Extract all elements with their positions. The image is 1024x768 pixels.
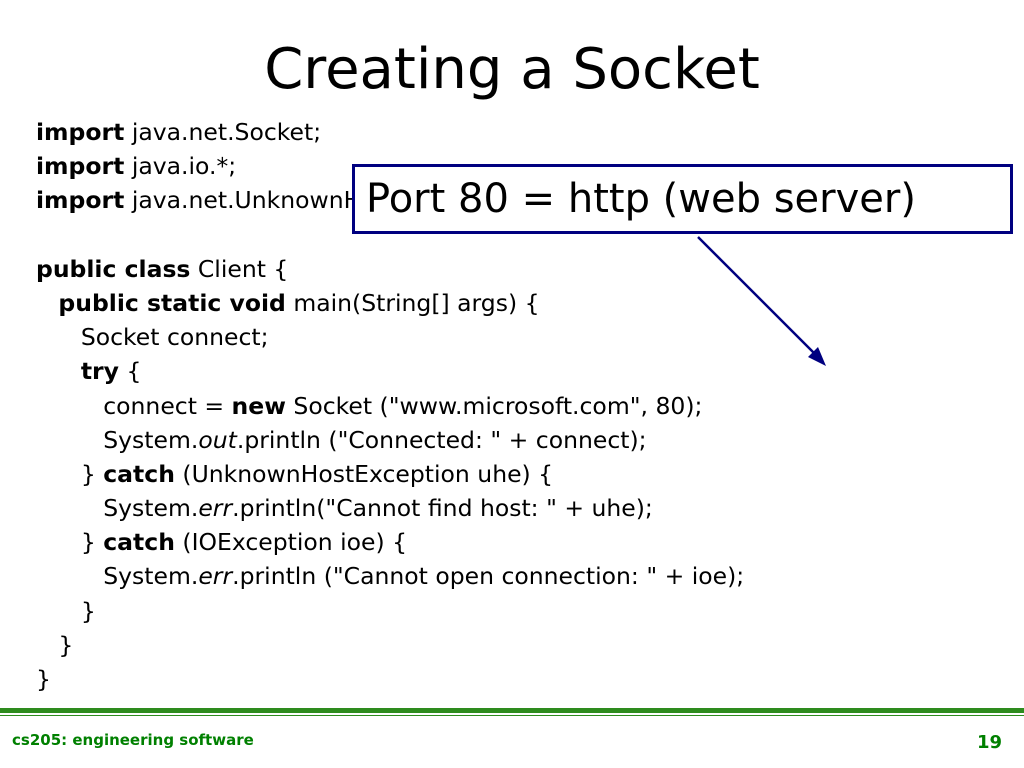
italic-field: out — [198, 425, 237, 454]
page-number: 19 — [976, 732, 1002, 753]
code-text: } — [36, 459, 104, 488]
code-text: } — [36, 596, 96, 625]
arrow-head — [808, 347, 826, 366]
code-line-9: connect = new Socket ("www.microsoft.com… — [36, 389, 744, 423]
callout-text: Port 80 = http (web server) — [366, 176, 916, 222]
keyword: new — [231, 391, 286, 420]
code-text: java.net.Socket; — [124, 118, 322, 146]
code-text: { — [118, 357, 142, 386]
code-line-11: } catch (UnknownHostException uhe) { — [36, 457, 744, 491]
code-line-15: } — [36, 594, 744, 628]
code-line-12: System.err.println("Cannot find host: " … — [36, 491, 744, 525]
arrow-shaft — [697, 236, 819, 358]
keyword: public static void — [58, 288, 286, 317]
code-line-6: public static void main(String[] args) { — [36, 286, 744, 320]
code-text: .println ("Cannot open connection: " + i… — [232, 562, 745, 591]
code-text: } — [36, 528, 104, 557]
code-text: System. — [36, 562, 199, 591]
code-line-16: } — [36, 628, 744, 662]
keyword: public class — [36, 254, 191, 283]
code-text: } — [36, 665, 51, 693]
code-text: Socket ("www.microsoft.com", 80); — [285, 391, 703, 420]
code-line-5: public class Client { — [36, 252, 744, 286]
keyword: import — [36, 118, 125, 146]
keyword: catch — [103, 528, 175, 557]
code-text: System. — [36, 425, 199, 454]
keyword: import — [36, 152, 125, 181]
code-listing: import java.net.Socket; import java.io.*… — [36, 115, 744, 696]
footer-divider — [0, 708, 1024, 716]
port-callout-box: Port 80 = http (web server) — [352, 164, 1013, 234]
footer-rule-thick — [0, 708, 1024, 713]
code-text: System. — [36, 494, 199, 523]
code-text: Socket connect; — [36, 323, 269, 352]
keyword: catch — [103, 459, 175, 488]
code-line-17: } — [36, 662, 744, 696]
keyword: try — [80, 357, 119, 386]
code-text: java.io.*; — [124, 152, 237, 181]
code-text: .println("Cannot find host: " + uhe); — [232, 494, 653, 523]
code-line-14: System.err.println ("Cannot open connect… — [36, 559, 744, 593]
code-text: } — [36, 630, 74, 659]
code-text: .println ("Connected: " + connect); — [236, 425, 647, 454]
code-line-10: System.out.println ("Connected: " + conn… — [36, 423, 744, 457]
code-line-2: import java.io.*; — [36, 149, 744, 183]
code-text: main(String[] args) { — [285, 288, 540, 317]
code-text: (IOException ioe) { — [174, 528, 408, 557]
code-line-1: import java.net.Socket; — [36, 115, 744, 149]
code-line-13: } catch (IOException ioe) { — [36, 525, 744, 559]
code-text: connect = — [36, 391, 232, 420]
code-text: Client { — [190, 254, 289, 283]
code-line-8: try { — [36, 354, 744, 388]
footer-course-label: cs205: engineering software — [12, 731, 254, 749]
slide-title: Creating a Socket — [264, 37, 760, 102]
code-line-7: Socket connect; — [36, 320, 744, 354]
italic-field: err — [198, 494, 233, 523]
footer-rule-thin — [0, 715, 1024, 716]
code-text: (UnknownHostException uhe) { — [174, 459, 554, 488]
keyword: import — [36, 186, 125, 215]
italic-field: err — [198, 562, 233, 591]
